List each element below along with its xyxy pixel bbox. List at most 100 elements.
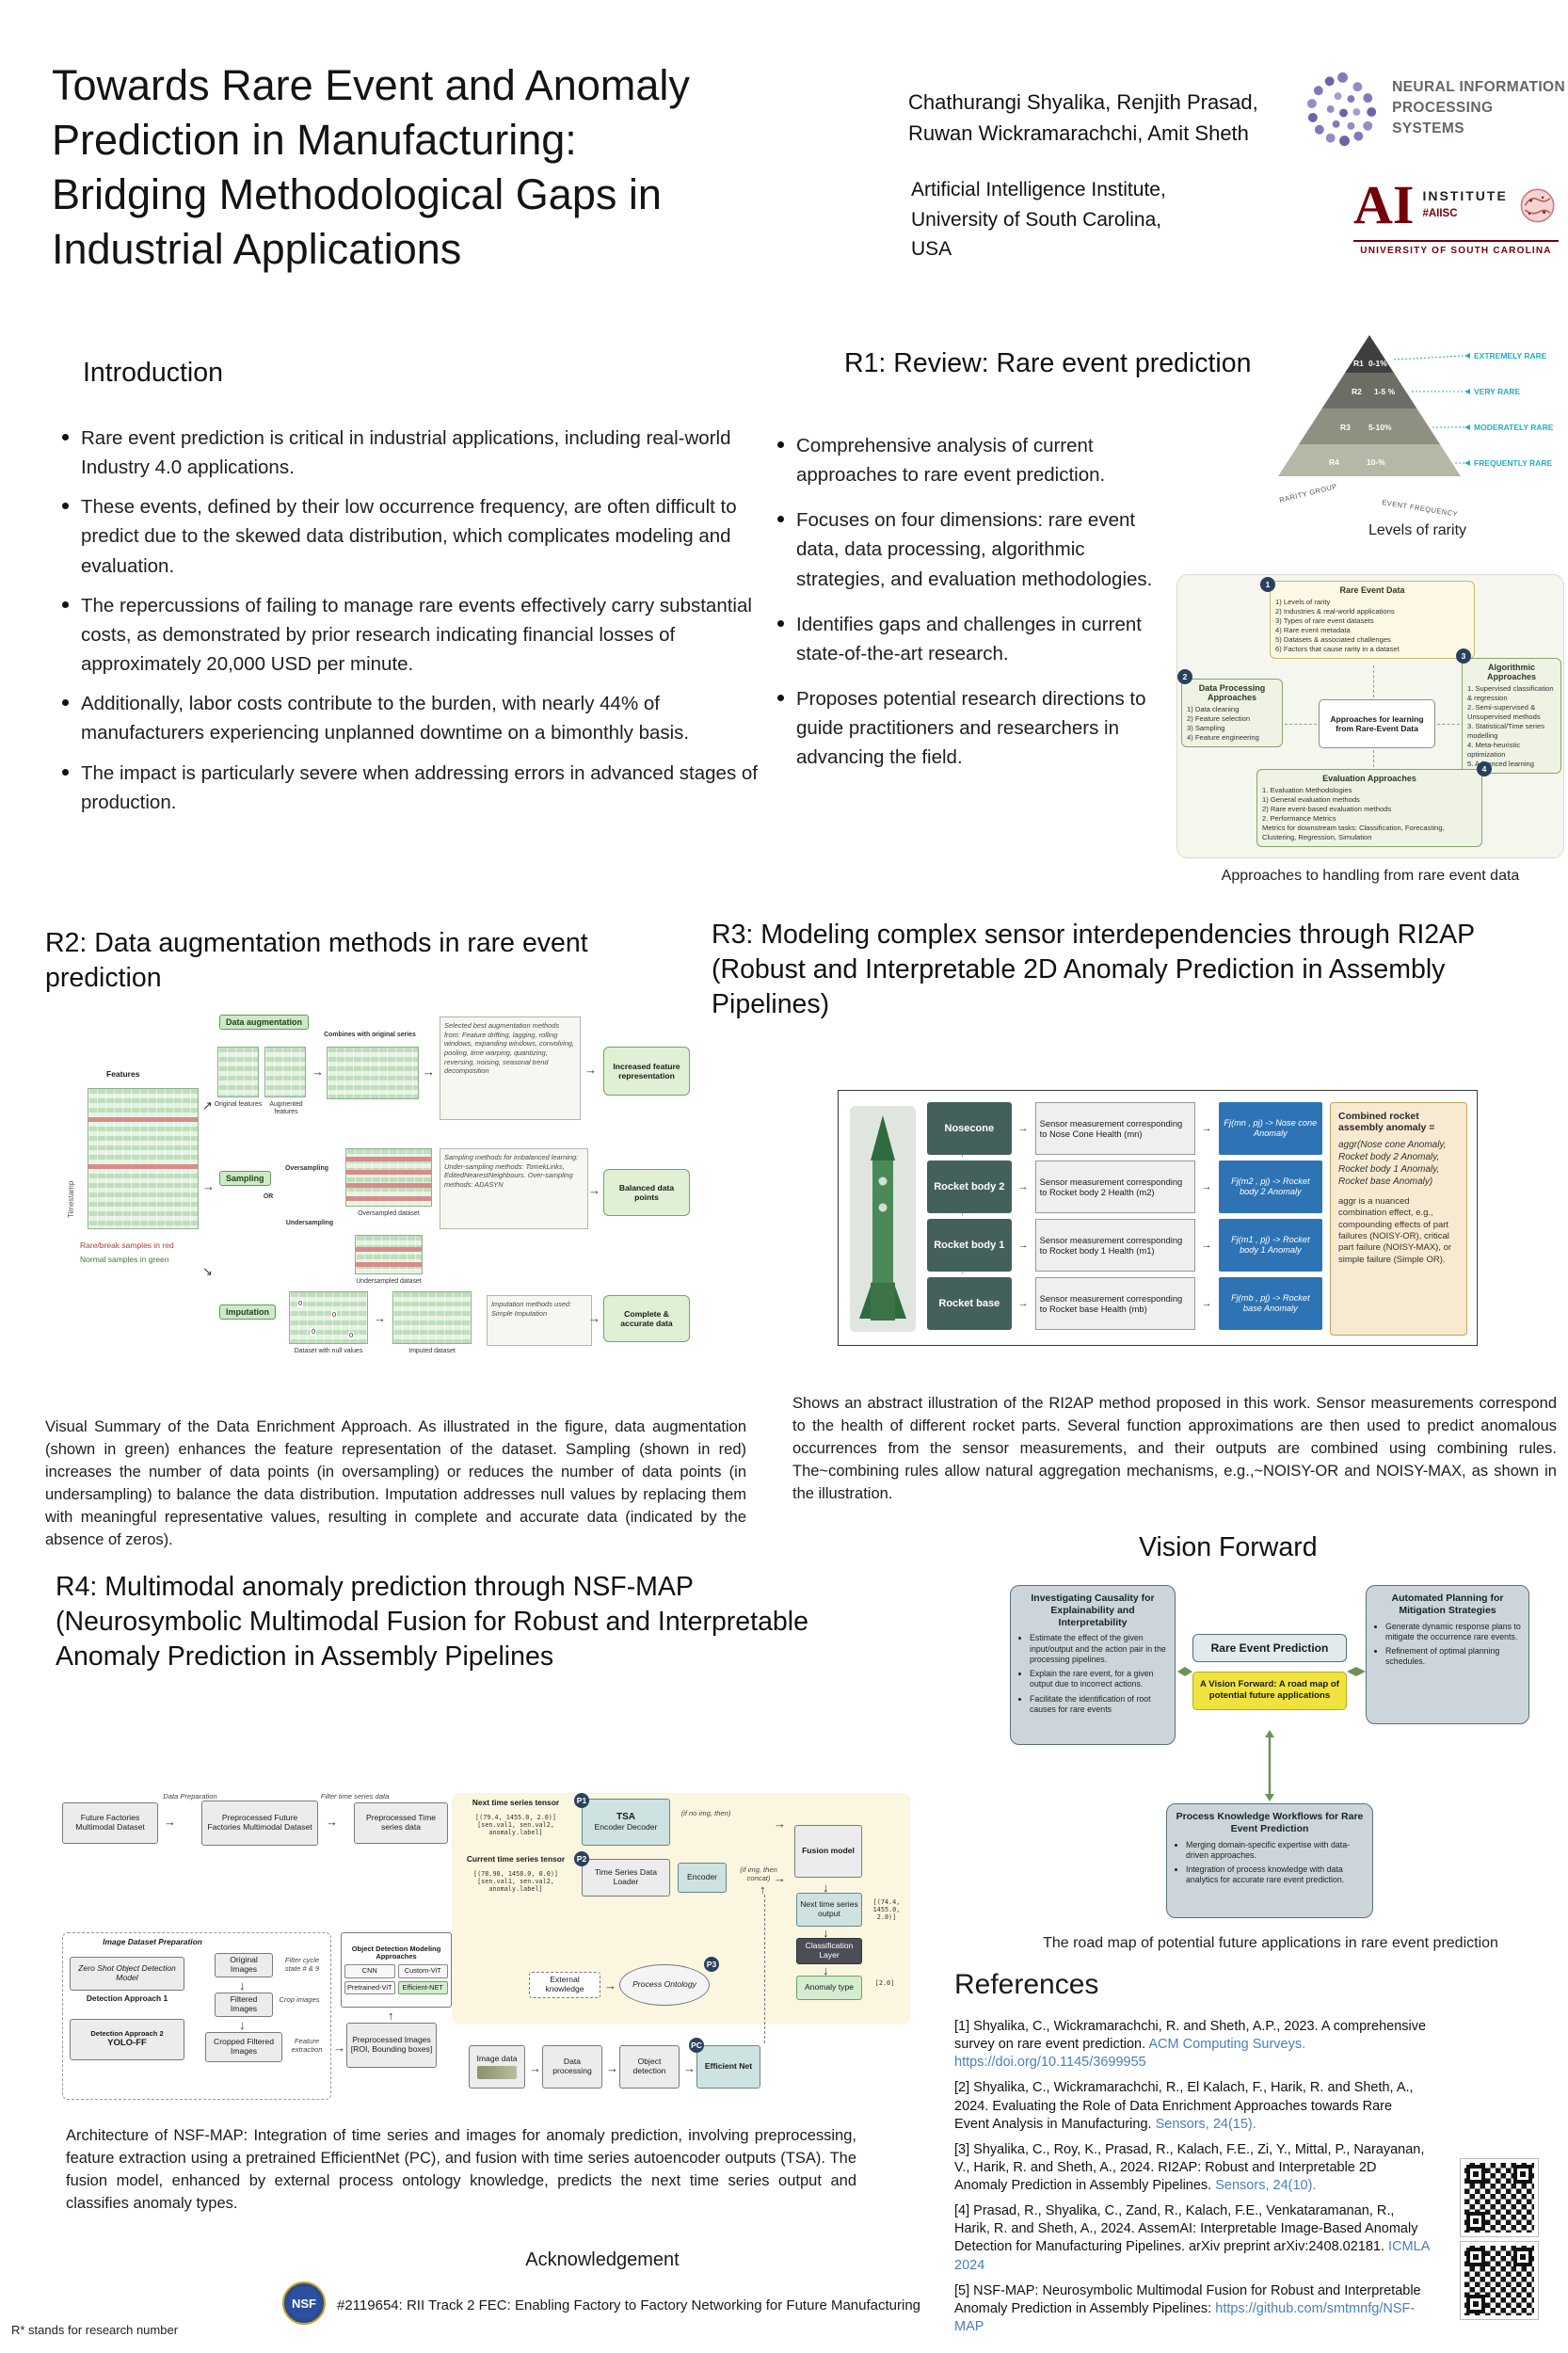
p2-badge: P2	[574, 1851, 589, 1866]
list-item: Facilitate the identification of root ca…	[1030, 1694, 1168, 1716]
arrow-icon: →	[1201, 1123, 1212, 1134]
cnn-item: CNN	[344, 1964, 395, 1978]
arrow-icon: →	[1017, 1240, 1029, 1251]
image-data-label: Image data	[476, 2054, 518, 2064]
filter-cycle-note: Filter cycle state # & 9	[284, 1956, 320, 1973]
reference-item: [2] Shyalika, C., Wickramarachchi, R., E…	[954, 2079, 1430, 2133]
qr-finder	[1466, 2212, 1485, 2231]
augmented-features-grid	[264, 1047, 306, 1097]
grid-red-row	[346, 1170, 431, 1175]
arrow-icon: ↘	[202, 1264, 213, 1278]
arrow-icon: →	[588, 1311, 600, 1325]
yolo-label: YOLO-FF	[107, 2037, 147, 2048]
grid-red-row	[356, 1247, 422, 1252]
combined-body: aggr(Nose cone Anomaly, Rocket body 2 An…	[1338, 1140, 1447, 1187]
arrow-icon: →	[774, 1871, 786, 1885]
reference-item: [4] Prasad, R., Shyalika, C., Zand, R., …	[954, 2202, 1430, 2275]
arrow-icon: →	[1017, 1298, 1029, 1309]
center-approaches-box: Approaches for learning from Rare-Event …	[1319, 699, 1435, 748]
neurips-text-line: PROCESSING SYSTEMS	[1392, 100, 1494, 136]
tsa-label: TSA	[616, 1812, 635, 1823]
augmented-features-label: Augmented features	[269, 1101, 303, 1115]
vision-forward-box: A Vision Forward: A road map of potentia…	[1192, 1672, 1347, 1710]
list-item: 3) Types of rare event datasets	[1275, 616, 1374, 626]
arrow-icon: →	[326, 1815, 338, 1829]
original-features-label: Original features	[214, 1101, 263, 1108]
arrow-icon: ↓	[823, 1963, 829, 1977]
next-ts-output-box: Next time series output	[796, 1893, 862, 1927]
title-line: Towards Rare Event and Anomaly	[52, 61, 690, 109]
arrow-icon: →	[529, 2061, 541, 2075]
list-item: Rare event prediction is critical in ind…	[56, 424, 774, 482]
list-item: 2) Rare event-based evaluation methods	[1262, 805, 1392, 814]
box-title: Evaluation Approaches	[1322, 774, 1416, 783]
p3-badge: P3	[704, 1957, 719, 1972]
imputed-dataset-label: Imputed dataset	[408, 1348, 456, 1354]
features-label: Features	[106, 1069, 140, 1079]
list-item: 4) Feature engineering	[1187, 733, 1259, 743]
null-dataset-label: Dataset with null values	[294, 1348, 363, 1354]
r3-row: Rocket base → Sensor measurement corresp…	[927, 1277, 1323, 1330]
oversampled-grid	[345, 1148, 432, 1207]
increased-feature-outcome: Increased feature representation	[603, 1047, 690, 1096]
qr-finder	[1513, 2248, 1532, 2266]
reference-link[interactable]: https://github.com/smtmnfg/NSF-MAP	[954, 2300, 1416, 2334]
algorithmic-box: Algorithmic Approaches 1. Supervised cla…	[1462, 658, 1561, 775]
arrow-icon: →	[202, 1179, 215, 1193]
list-item: The repercussions of failing to manage r…	[56, 591, 774, 679]
p1-badge: P1	[574, 1793, 589, 1808]
r3-row: Rocket body 1 → Sensor measurement corre…	[927, 1219, 1323, 1272]
reference-link[interactable]: ACM Computing Surveys. https://doi.org/1…	[954, 2037, 1306, 2071]
r4-caption: Architecture of NSF-MAP: Integration of …	[66, 2127, 856, 2212]
evaluation-box: Evaluation Approaches 1. Evaluation Meth…	[1256, 769, 1482, 848]
pyramid-level-group: R4	[1329, 457, 1339, 467]
feature-extraction-note: Feature extraction	[291, 2037, 323, 2054]
sensor-measurement-box: Sensor measurement corresponding to Rock…	[1034, 1277, 1195, 1330]
grid-red-row	[346, 1196, 431, 1201]
grid-red-row	[356, 1262, 422, 1267]
list-item: Generate dynamic response plans to mitig…	[1385, 1622, 1522, 1643]
box-items: 1. Supervised classification & regressio…	[1467, 684, 1556, 769]
reference-link[interactable]: Sensors, 24(10).	[1215, 2178, 1317, 2193]
pyramid-level-group: R3	[1340, 423, 1351, 432]
rocket-part-box: Rocket base	[927, 1277, 1012, 1330]
list-item: 5) Datasets & associated challenges	[1275, 635, 1391, 645]
list-item: 4. Meta-heuristic optimization	[1467, 741, 1521, 760]
r3-caption: Shows an abstract illustration of the RI…	[792, 1395, 1557, 1502]
university-label: UNIVERSITY OF SOUTH CAROLINA	[1353, 240, 1559, 256]
vision-process-knowledge-box: Process Knowledge Workflows for Rare Eve…	[1166, 1803, 1373, 1918]
arrow-icon: →	[1201, 1181, 1212, 1193]
ff-dataset-box: Future Factories Multimodal Dataset	[62, 1802, 158, 1844]
reference-link[interactable]: Sensors, 24(15).	[1155, 2116, 1256, 2132]
original-images-box: Original Images	[215, 1953, 273, 1977]
reference-item: [1] Shyalika, C., Wickramarachchi, R. an…	[954, 2018, 1430, 2072]
reference-link[interactable]: ICMLA 2024	[954, 2239, 1430, 2273]
introduction-bullets: Rare event prediction is critical in ind…	[56, 424, 774, 827]
arrow-icon: ↓	[823, 1926, 829, 1940]
reference-text: [2] Shyalika, C., Wickramarachchi, R., E…	[954, 2080, 1414, 2132]
box-items: Merging domain-specific expertise with d…	[1174, 1840, 1366, 1886]
reference-text: [5] NSF-MAP: Neurosymbolic Multimodal Fu…	[954, 2282, 1421, 2316]
rocket-icon	[850, 1106, 916, 1332]
nsf-logo: NSF	[282, 2281, 326, 2325]
next-ts-tensor-value: [(79.4, 1455.0, 2.0)] [sen.val1, sen.val…	[475, 1814, 556, 1837]
list-item: Focuses on four dimensions: rare event d…	[772, 505, 1175, 593]
rocket-part-box: Nosecone	[927, 1102, 1012, 1155]
r1-approaches-diagram: 1 2 3 4 Rare Event Data 1) Levels of rar…	[1176, 574, 1564, 858]
vision-center-stack: Rare Event Prediction A Vision Forward: …	[1192, 1634, 1347, 1710]
qr-finder	[1466, 2295, 1485, 2313]
pretrained-vit-item: Pretrained-ViT	[344, 1980, 395, 1995]
rare-event-prediction-box: Rare Event Prediction	[1192, 1634, 1347, 1662]
list-item: 4) Rare event metadata	[1275, 626, 1351, 635]
function-approximation-box: Fj(mb , pj) -> Rocket base Anomaly	[1218, 1277, 1323, 1330]
list-item: 1. Supervised classification & regressio…	[1467, 684, 1554, 703]
references-heading: References	[954, 1969, 1099, 2000]
rare-samples-note: Rare/break samples in red	[80, 1241, 174, 1250]
original-features-grid	[217, 1047, 259, 1097]
yolo-box: Detection Approach 2 YOLO-FF	[70, 2019, 184, 2060]
qr-finder	[1513, 2165, 1532, 2184]
vision-causality-box: Investigating Causality for Explainabili…	[1010, 1585, 1176, 1745]
crop-note: Crop images	[279, 1995, 320, 2004]
list-item: 1) Data cleaning	[1187, 705, 1240, 713]
